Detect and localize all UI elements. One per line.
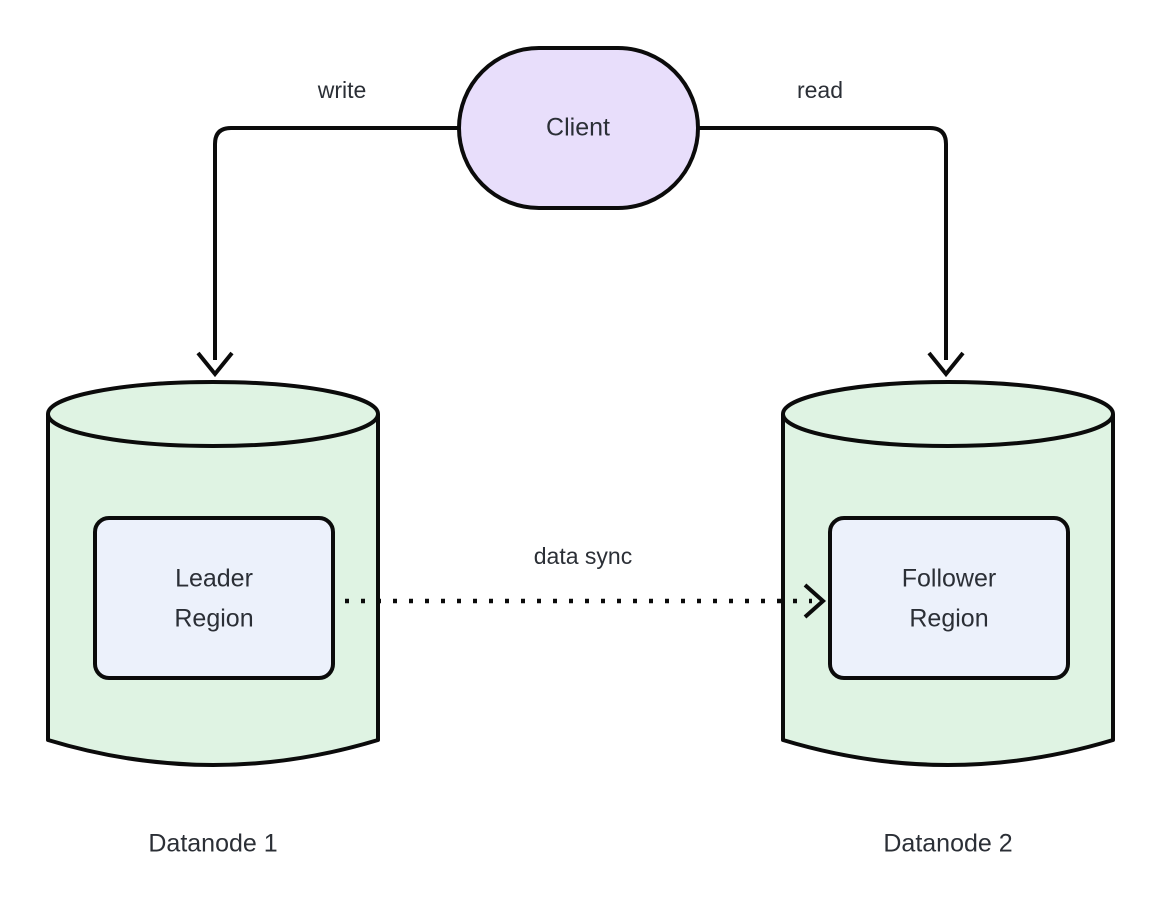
edge-label-write: write (317, 77, 367, 103)
read-edge-path (698, 126, 948, 360)
follower-region-box (828, 516, 1070, 680)
caption-datanode-1: Datanode 1 (148, 830, 277, 858)
data-sync-arrow-head-icon (803, 583, 827, 619)
datanode-1-outline (46, 414, 380, 767)
datanode-1-top-fill (48, 382, 378, 446)
write-edge-path (213, 126, 459, 360)
datanode-2-top-fill (783, 382, 1113, 446)
edge-data-sync: data sync (345, 543, 827, 619)
leader-region-box (93, 516, 335, 680)
read-arrow-head-icon (927, 351, 965, 378)
edge-read: read (698, 77, 965, 378)
node-leader-region[interactable]: Leader Region (93, 516, 335, 680)
caption-datanode-2: Datanode 2 (883, 830, 1012, 858)
edge-label-data-sync: data sync (534, 543, 632, 569)
datanode-2-top-rim (781, 380, 1115, 448)
node-client[interactable]: Client (457, 46, 700, 210)
datanode-2-outline (781, 414, 1115, 767)
node-follower-region[interactable]: Follower Region (828, 516, 1070, 680)
edge-write: write (196, 77, 459, 378)
write-arrow-head-icon (196, 351, 234, 378)
follower-region-label-line1: Follower (902, 565, 996, 593)
datanode-1-top-rim (46, 380, 380, 448)
edge-label-read: read (797, 77, 843, 103)
client-label: Client (546, 114, 610, 142)
client-box (457, 46, 700, 210)
leader-region-label-line2: Region (174, 605, 253, 633)
follower-region-label-line2: Region (909, 605, 988, 633)
leader-region-label-line1: Leader (175, 565, 253, 593)
